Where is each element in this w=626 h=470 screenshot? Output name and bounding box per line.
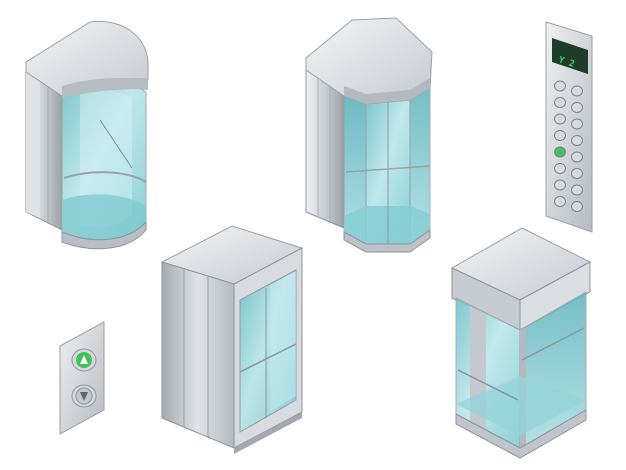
floor-display [552, 38, 588, 74]
keypad-button [554, 163, 566, 174]
keypad-button [554, 80, 566, 92]
keypad-button [554, 196, 566, 207]
keypad-button [571, 135, 583, 146]
keypad-button [554, 179, 566, 191]
keypad-button [571, 85, 583, 97]
keypad-buttons [554, 80, 583, 212]
round-glass-cabin [25, 20, 149, 250]
keypad-button [571, 118, 583, 130]
keypad-button [554, 130, 566, 141]
keypad-button [571, 201, 583, 212]
floor-display-text: Y 2 [557, 55, 576, 70]
octagonal-glass-cabin [305, 17, 433, 253]
keypad-button [554, 97, 566, 108]
keypad-button [571, 168, 583, 179]
keypad-button [571, 102, 583, 113]
keypad-button [554, 113, 566, 125]
call-button-panel [59, 321, 105, 435]
down-arrow-icon [80, 392, 88, 401]
keypad-button [571, 184, 583, 196]
keypad-button [571, 151, 583, 163]
boxed-cabin-open-door [160, 225, 304, 454]
keypad-button [554, 146, 566, 158]
square-panoramic-cabin [450, 227, 592, 459]
up-arrow-icon [80, 355, 88, 364]
floor-keypad-panel: Y 2 [545, 21, 593, 233]
